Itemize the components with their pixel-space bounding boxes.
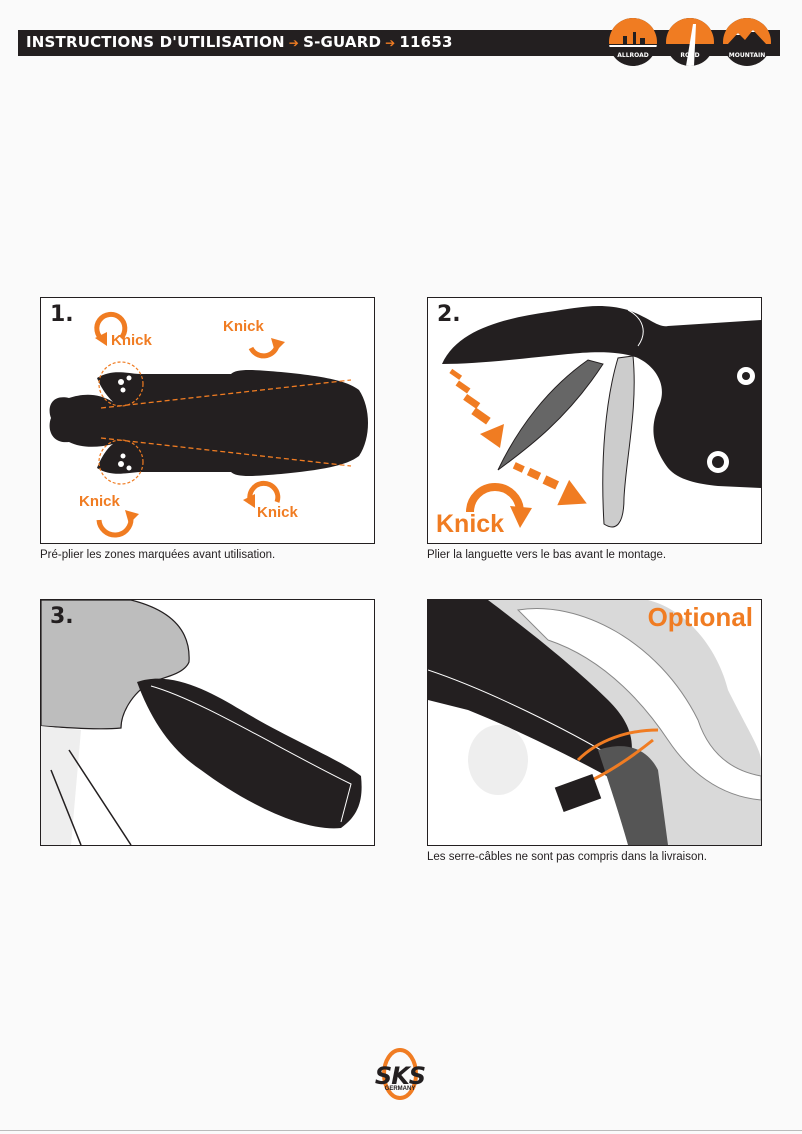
title-article-number: 11653 [399, 33, 453, 51]
mudguard-fold-zones-illustration [49, 311, 368, 538]
road-badge-icon: ROAD [666, 18, 714, 66]
title-instructions: INSTRUCTIONS D'UTILISATION [26, 33, 285, 51]
knick-label: Knick [111, 332, 152, 349]
knick-label: Knick [436, 510, 505, 538]
step-1-caption: Pré-plier les zones marquées avant utili… [40, 549, 276, 561]
knick-label: Knick [223, 318, 264, 335]
knick-label: Knick [79, 493, 120, 510]
sks-logo: SKS GERMANY [368, 1048, 432, 1100]
step-2-caption: Plier la languette vers le bas avant le … [427, 549, 667, 561]
tab-folding-illustration [442, 306, 761, 528]
optional-tag: Optional [647, 602, 753, 632]
step-1-panel: 1. Knick Knick Knick Knick [40, 297, 375, 544]
title-product: S-GUARD [303, 33, 382, 51]
knick-label: Knick [257, 504, 298, 521]
step-4-panel: Optional [427, 599, 762, 846]
badge-label: ROAD [680, 52, 700, 59]
badge-label: MOUNTAIN [728, 52, 766, 59]
badge-label: ALLROAD [617, 52, 649, 59]
page-bottom-rule [0, 1130, 802, 1131]
arrow-icon: ➔ [288, 36, 300, 50]
step-3-panel: 3. [40, 599, 375, 846]
document-title: INSTRUCTIONS D'UTILISATION➔S-GUARD➔11653 [26, 33, 453, 51]
step-4-caption: Les serre-câbles ne sont pas compris dan… [427, 851, 707, 863]
cable-tie-mounting-illustration [428, 600, 761, 845]
mountain-badge-icon: MOUNTAIN [723, 18, 771, 66]
saddle-mounted-mudguard-illustration [41, 600, 362, 845]
arrow-icon: ➔ [385, 36, 396, 50]
step-number: 2. [437, 302, 461, 327]
logo-subtext: GERMANY [384, 1086, 416, 1092]
step-number: 1. [50, 302, 74, 327]
logo-text: SKS [374, 1062, 426, 1090]
step-2-panel: 2. Knick [427, 297, 762, 544]
allroad-badge-icon: ALLROAD [609, 18, 657, 66]
step-number: 3. [50, 604, 74, 629]
